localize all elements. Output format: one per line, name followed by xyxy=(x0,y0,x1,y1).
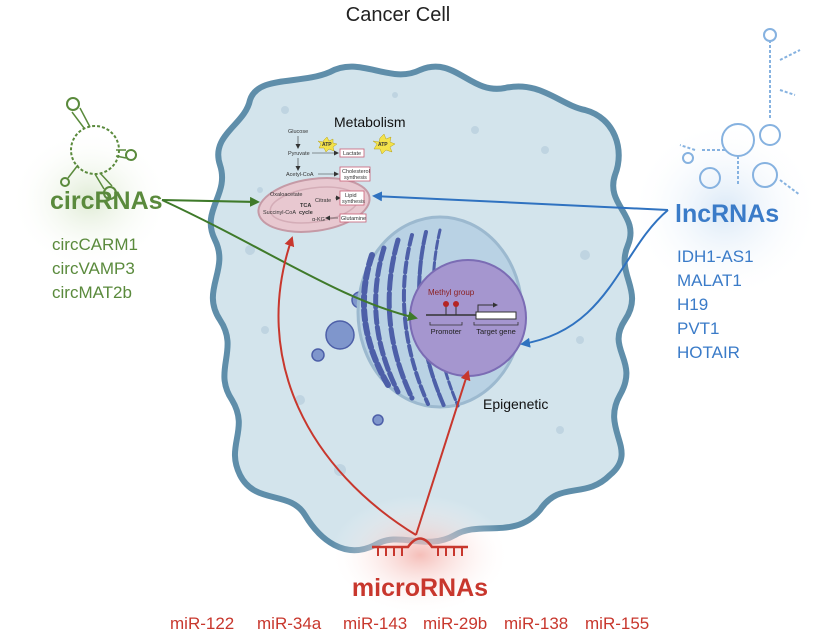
epigenetic-label: Epigenetic xyxy=(483,396,548,412)
atp-burst-icon: ATP xyxy=(317,136,338,153)
circrna-group: circRNAs circCARM1 circVAMP3 circMAT2b xyxy=(50,187,163,302)
lncrna-to-epigenetic-arrow xyxy=(520,209,669,348)
circrna-item: circVAMP3 xyxy=(52,259,135,278)
cholesterol-synthesis-label: synthesis xyxy=(344,175,367,181)
microrna-to-epigenetic-arrow xyxy=(415,370,471,536)
circrna-title: circRNAs xyxy=(50,187,163,215)
microrna-glow xyxy=(330,495,510,615)
microrna-item: miR-143 xyxy=(343,614,407,633)
cholesterol-label: Cholesterol xyxy=(342,169,370,175)
microrna-title: microRNAs xyxy=(352,574,488,602)
citrate-label: Citrate xyxy=(315,198,331,204)
akg-label: α-KG xyxy=(312,217,325,223)
gene-detail: Methyl group Promoter Target gene xyxy=(426,288,519,336)
atp-label: ATP xyxy=(378,142,388,148)
circrna-item: circCARM1 xyxy=(52,235,138,254)
microrna-item: miR-138 xyxy=(504,614,568,633)
lncrna-item: H19 xyxy=(677,295,708,314)
lncrna-item: IDH1-AS1 xyxy=(677,247,754,266)
lncrna-item: MALAT1 xyxy=(677,271,742,290)
lipid-synthesis-label: synthesis xyxy=(342,199,365,205)
microrna-arrows xyxy=(277,236,471,536)
microrna-hairpin-icon xyxy=(372,537,468,556)
lipid-label: Lipid xyxy=(345,193,357,199)
methyl-group-marker xyxy=(443,301,449,307)
circrna-item: circMAT2b xyxy=(52,283,132,302)
lactate-label: Lactate xyxy=(343,151,361,157)
circrna-structure-icon xyxy=(60,97,137,200)
acetyl-coa-label: Acetyl-CoA xyxy=(286,172,314,178)
succinyl-coa-label: Succinyl-CoA xyxy=(263,210,296,216)
metabolism-label: Metabolism xyxy=(334,114,406,130)
lncrna-arrows xyxy=(372,191,669,348)
promoter-label: Promoter xyxy=(431,327,462,336)
target-gene-label: Target gene xyxy=(476,327,516,336)
microrna-item: miR-122 xyxy=(170,614,234,633)
lncrna-structure-icon xyxy=(679,28,801,196)
pyruvate-label: Pyruvate xyxy=(288,151,310,157)
circrna-arrows xyxy=(161,196,418,322)
tca-label: TCA xyxy=(300,203,311,209)
microrna-group: microRNAs miR-122 miR-34a miR-143 miR-29… xyxy=(170,574,649,633)
lncrna-item: PVT1 xyxy=(677,319,720,338)
methyl-group-marker xyxy=(453,301,459,307)
microrna-item: miR-34a xyxy=(257,614,322,633)
metabolism-map: Glucose Pyruvate Acetyl-CoA Oxaloacetate… xyxy=(263,129,396,223)
glutamine-label: Glutamine xyxy=(341,216,366,222)
glucose-label: Glucose xyxy=(288,129,308,135)
atp-label: ATP xyxy=(322,142,332,148)
microrna-item: miR-155 xyxy=(585,614,649,633)
circrna-glow xyxy=(10,130,170,270)
circrna-to-metabolism-arrow xyxy=(161,196,260,207)
atp-burst-icon: ATP xyxy=(372,133,396,155)
methyl-group-label: Methyl group xyxy=(428,288,475,297)
lncrna-item: HOTAIR xyxy=(677,343,740,362)
microrna-item: miR-29b xyxy=(423,614,487,633)
target-gene-box xyxy=(475,311,517,320)
circrna-to-epigenetic-arrow xyxy=(161,199,418,322)
cycle-label: cycle xyxy=(299,210,313,216)
cytoplasm-spots xyxy=(245,92,590,476)
microrna-to-metabolism-arrow xyxy=(277,236,417,536)
oxaloacetate-label: Oxaloacetate xyxy=(270,192,302,198)
lncrna-group: lncRNAs IDH1-AS1 MALAT1 H19 PVT1 HOTAIR xyxy=(675,200,779,362)
lncrna-to-metabolism-arrow xyxy=(372,191,669,211)
diagram-title: Cancer Cell xyxy=(346,4,450,26)
lncrna-title: lncRNAs xyxy=(675,200,779,228)
